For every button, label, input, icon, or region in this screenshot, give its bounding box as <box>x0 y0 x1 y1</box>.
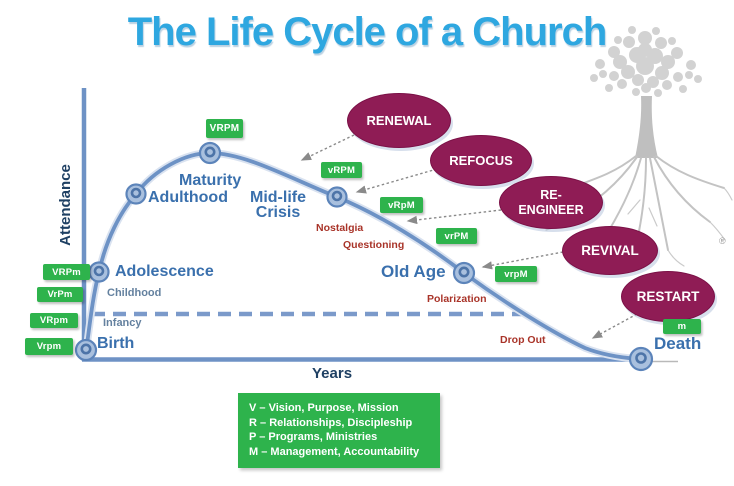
warning-drop-out: Drop Out <box>500 334 546 346</box>
vitality-label-decline-2: vRpM <box>380 197 423 213</box>
tree-roots-icon <box>545 26 733 269</box>
stage-marker <box>74 338 98 362</box>
legend-desc: – Programs, Ministries <box>259 431 378 444</box>
stage-label-adolescence: Adolescence <box>115 263 214 280</box>
stage-marker <box>125 183 147 205</box>
stage-label-maturity: Maturity <box>179 172 242 189</box>
renewal-label: RENEWAL <box>366 113 432 128</box>
vitality-label-growth-3: VrPm <box>37 287 83 302</box>
legend-box: V – Vision, Purpose, Mission R – Relatio… <box>238 393 440 468</box>
vitality-label-growth-1: Vrpm <box>25 338 73 355</box>
refocus-label: REFOCUS <box>449 153 513 168</box>
renewal-ellipse: RENEWAL <box>347 93 451 148</box>
legend-item-programs: P – Programs, Ministries <box>249 430 440 445</box>
vitality-label-decline-4: vrpM <box>495 266 537 282</box>
reengineer-label-line1: RE- <box>540 187 562 202</box>
vitality-label-death: m <box>663 319 701 334</box>
revival-ellipse: REVIVAL <box>562 226 658 275</box>
lifecycle-curve <box>82 149 645 363</box>
vitality-label-growth-4: VRPm <box>43 264 90 280</box>
registered-mark: ® <box>719 236 726 246</box>
refocus-ellipse: REFOCUS <box>430 135 532 186</box>
vitality-label-decline-1: vRPM <box>321 162 362 178</box>
legend-key: V <box>249 402 257 414</box>
restart-arrow <box>591 313 638 339</box>
restart-label: RESTART <box>636 289 700 304</box>
legend-desc: – Vision, Purpose, Mission <box>259 402 399 414</box>
stage-marker <box>452 261 476 285</box>
stage-label-infancy: Infancy <box>103 317 142 329</box>
intervention-arrows <box>300 134 638 339</box>
vitality-label-peak: VRPM <box>206 119 243 138</box>
stage-label-old-age: Old Age <box>381 262 446 281</box>
renewal-arrow <box>300 134 355 161</box>
stage-marker <box>198 141 222 165</box>
stage-marker <box>628 346 654 372</box>
stage-marker <box>326 186 348 208</box>
x-axis-label: Years <box>312 365 353 382</box>
stage-label-midlife-crisis: Mid-life Crisis <box>243 189 313 221</box>
warning-polarization: Polarization <box>427 293 487 305</box>
reengineer-ellipse: RE- ENGINEER <box>499 176 603 229</box>
stage-label-midlife-line1: Mid-life <box>250 189 306 206</box>
stage-label-death: Death <box>654 334 702 353</box>
warning-nostalgia: Nostalgia <box>316 222 364 234</box>
stage-label-midlife-line2: Crisis <box>255 204 301 221</box>
legend-key: P <box>249 431 257 444</box>
stage-label-childhood: Childhood <box>107 287 162 299</box>
revival-arrow <box>481 251 564 270</box>
vitality-label-decline-3: vrPM <box>436 228 477 244</box>
legend-item-relationships: R – Relationships, Discipleship <box>249 416 440 431</box>
warning-questioning: Questioning <box>343 239 405 251</box>
page-title: The Life Cycle of a Church <box>127 10 608 54</box>
legend-key: R <box>249 416 257 429</box>
legend-desc: – Relationships, Discipleship <box>260 416 413 429</box>
stage-label-adulthood: Adulthood <box>148 189 228 206</box>
stage-label-birth: Birth <box>97 335 135 352</box>
legend-item-management: M – Management, Accountability <box>249 445 440 460</box>
stage-marker <box>88 261 110 283</box>
legend-key: M <box>249 445 259 458</box>
stage-markers <box>74 141 654 372</box>
reengineer-arrow <box>406 209 502 225</box>
restart-ellipse: RESTART <box>621 271 715 322</box>
vitality-label-growth-2: VRpm <box>30 313 78 328</box>
legend-item-vision: V – Vision, Purpose, Mission <box>249 401 440 416</box>
reengineer-label-line2: ENGINEER <box>518 202 584 217</box>
refocus-arrow <box>355 168 438 194</box>
legend-desc: – Management, Accountability <box>261 445 420 458</box>
revival-label: REVIVAL <box>581 243 639 258</box>
y-axis-label: Attendance <box>57 164 74 246</box>
